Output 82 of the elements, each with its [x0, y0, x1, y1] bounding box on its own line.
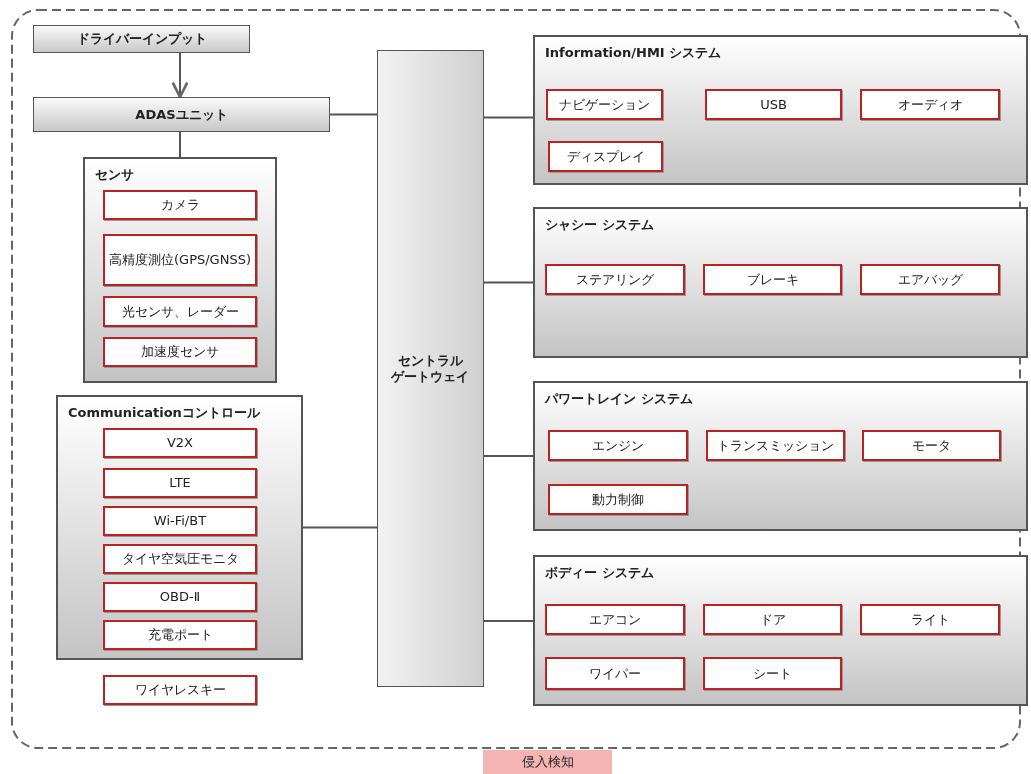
box-label: ADASユニット	[135, 106, 228, 123]
connector-line	[483, 455, 534, 457]
connector-line	[483, 116, 534, 119]
box-label: エアバッグ	[897, 271, 963, 288]
box-label: LTE	[169, 475, 191, 491]
unit-box	[33, 25, 250, 53]
box-label: オーディオ	[897, 96, 963, 113]
box-label: 充電ポート	[147, 627, 213, 643]
component-box	[103, 544, 257, 574]
component-box	[103, 190, 257, 220]
component-box	[860, 264, 1000, 295]
component-box	[860, 89, 1000, 120]
component-box	[103, 337, 257, 367]
connector-line	[179, 131, 181, 158]
box-label: ドア	[759, 611, 786, 628]
group-heading: シャシー システム	[545, 217, 654, 233]
box-label: ステアリング	[576, 271, 654, 288]
component-box	[545, 657, 685, 690]
unit-box	[33, 97, 330, 132]
system-group-panel	[56, 395, 303, 660]
box-label: ブレーキ	[746, 271, 799, 288]
component-box	[103, 468, 257, 498]
connector-line	[329, 113, 378, 116]
component-box	[703, 657, 842, 690]
box-label: Wi-Fi/BT	[153, 513, 207, 529]
component-box	[703, 604, 842, 635]
component-box	[706, 430, 845, 461]
box-label: ワイヤレスキー	[134, 682, 226, 698]
system-group-panel	[83, 157, 277, 383]
component-box	[705, 89, 842, 120]
group-heading: パワートレイン システム	[545, 391, 693, 407]
system-group-panel	[533, 555, 1028, 706]
connector-line	[302, 526, 378, 529]
box-label: エンジン	[592, 437, 644, 454]
group-heading: センサ	[95, 167, 134, 183]
group-heading: Information/HMI システム	[545, 45, 722, 61]
box-label: ライト	[910, 611, 950, 628]
box-label: ワイパー	[589, 665, 641, 682]
box-label: OBD-Ⅱ	[159, 589, 201, 605]
component-box	[548, 484, 688, 515]
box-label: 侵入検知	[521, 754, 574, 770]
box-label: トランスミッション	[717, 437, 834, 454]
box-label: エアコン	[589, 611, 641, 628]
box-label: セントラルゲートウェイ	[390, 352, 471, 385]
box-label: ドライバーインプット	[76, 31, 207, 47]
system-group-panel	[533, 207, 1028, 358]
component-box	[545, 604, 685, 635]
component-box	[862, 430, 1001, 461]
box-label: カメラ	[160, 197, 200, 213]
box-label: 動力制御	[592, 491, 644, 508]
system-group-panel	[533, 381, 1028, 531]
component-box	[103, 296, 257, 327]
group-heading: ボディー システム	[545, 565, 654, 581]
component-box	[546, 89, 663, 120]
gateway-box	[377, 50, 484, 687]
connector-line	[483, 281, 534, 284]
component-box	[103, 620, 257, 650]
component-box	[548, 430, 688, 461]
group-heading: Communicationコントロール	[68, 405, 260, 421]
component-box	[103, 506, 257, 536]
component-box	[860, 604, 1000, 635]
box-label: ディスプレイ	[566, 148, 645, 165]
box-label: V2X	[166, 435, 194, 451]
box-label: シート	[753, 665, 792, 682]
box-label: タイヤ空気圧モニタ	[121, 551, 239, 567]
component-box	[703, 264, 842, 295]
component-box	[103, 428, 257, 458]
box-label: 加速度センサ	[141, 344, 219, 360]
component-box	[103, 675, 257, 705]
box-label: ナビゲーション	[559, 96, 650, 113]
component-box	[103, 234, 257, 286]
component-box	[548, 141, 663, 172]
arrow	[171, 52, 189, 99]
connector-line	[483, 620, 534, 622]
box-label: USB	[760, 96, 787, 113]
box-label: モータ	[912, 437, 951, 454]
alert-box	[483, 750, 612, 774]
component-box	[103, 582, 257, 612]
system-group-panel	[533, 35, 1028, 185]
box-label: 光センサ、レーダー	[121, 303, 239, 320]
box-label: 高精度測位(GPS/GNSS)	[109, 252, 251, 268]
component-box	[545, 264, 685, 295]
